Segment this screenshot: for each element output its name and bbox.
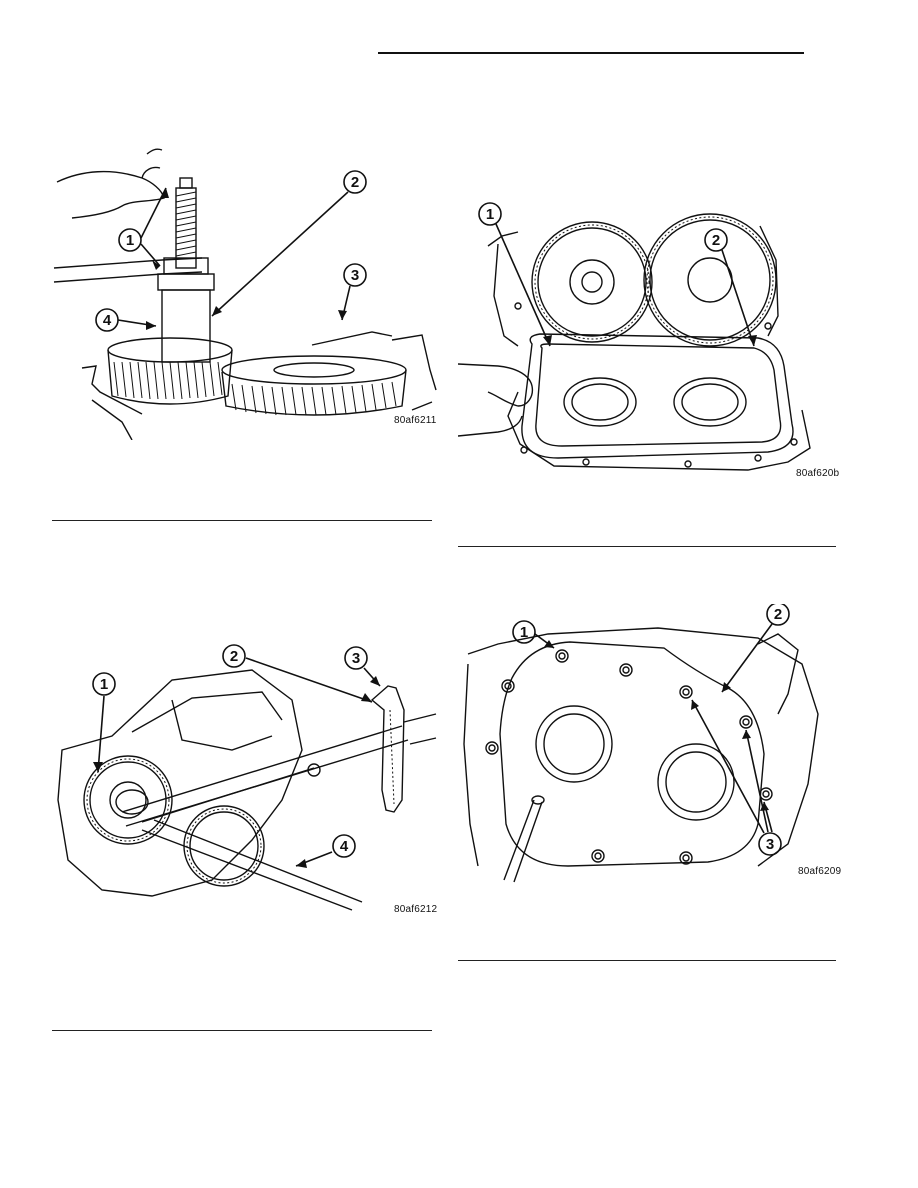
figure-3-rule <box>52 1030 432 1031</box>
callout-1-label: 1 <box>100 676 108 693</box>
figure-1-rule <box>52 520 432 521</box>
header-rule <box>378 52 804 54</box>
callout-1-label: 1 <box>126 232 134 249</box>
callout-2 <box>343 170 367 194</box>
callout-3-label: 3 <box>351 267 359 284</box>
callout-2-label: 2 <box>712 232 720 249</box>
callout-3 <box>343 263 367 287</box>
figure-1-illustration: 1 2 3 4 <box>53 148 437 440</box>
figure-2-illustration: 1 2 <box>458 202 811 471</box>
figure-4-rule <box>458 960 836 961</box>
figure-2-gasket: 1 2 80af620b <box>458 196 842 486</box>
callout-3-label: 3 <box>352 650 360 667</box>
figure-4-code: 80af6209 <box>798 866 842 877</box>
figure-2-rule <box>458 546 836 547</box>
callout-4-label: 4 <box>340 838 349 855</box>
callout-1-label: 1 <box>520 624 528 641</box>
callout-2-label: 2 <box>351 174 359 191</box>
figure-1-gear-press: 1 2 3 4 80af6211 <box>52 140 438 440</box>
figure-3-torque-wrench: 1 2 3 4 80af6212 <box>52 640 438 930</box>
callout-1 <box>118 228 142 252</box>
figure-4-cover: 1 2 3 80af6209 <box>458 604 842 884</box>
figure-3-illustration: 1 2 3 4 <box>57 644 437 911</box>
figure-4-illustration: 1 2 3 <box>463 604 819 883</box>
figure-3-code: 80af6212 <box>394 904 438 915</box>
figure-2-code: 80af620b <box>796 468 840 479</box>
callout-2-label: 2 <box>230 648 238 665</box>
figure-1-code: 80af6211 <box>394 415 437 426</box>
callout-2-label: 2 <box>774 606 782 623</box>
callout-3-label: 3 <box>766 836 774 853</box>
callout-4-label: 4 <box>103 312 112 329</box>
callout-1-label: 1 <box>486 206 494 223</box>
